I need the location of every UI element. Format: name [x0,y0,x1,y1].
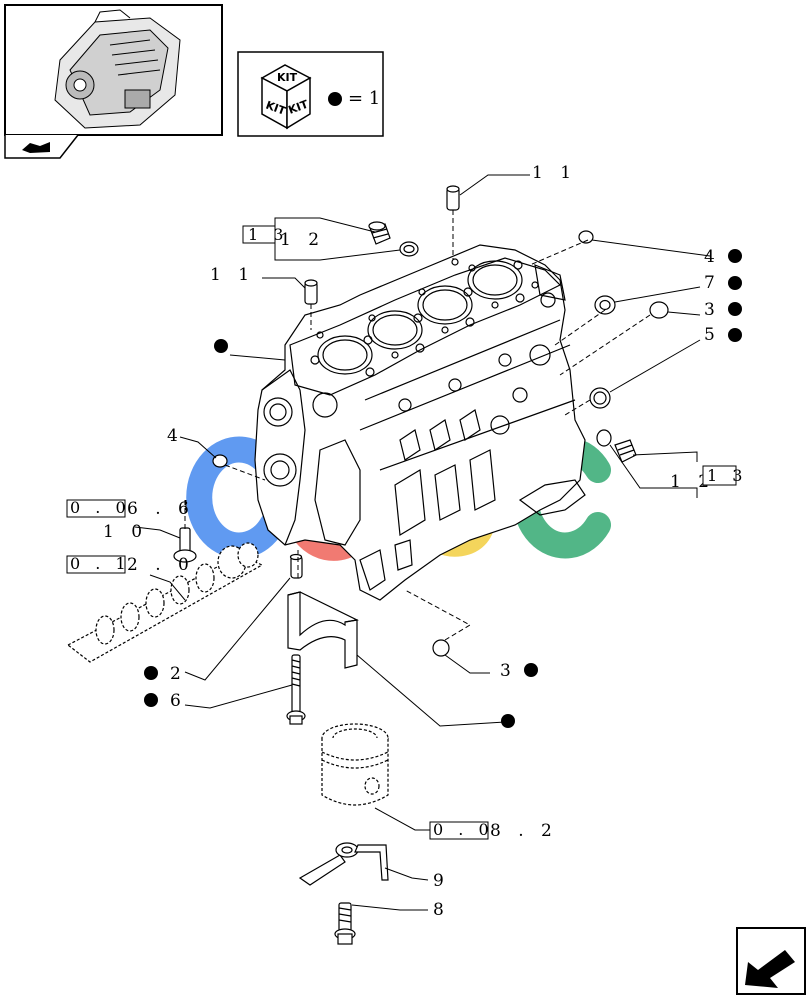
cylinder-bore-4 [467,260,523,300]
deck-bolt-holes [310,258,539,377]
cylinder-bore-1 [317,335,373,375]
expansion-plug-7[interactable] [594,295,616,315]
callout-10: 1 0 [103,522,148,542]
main-bearing-cap[interactable] [287,591,359,669]
kit-bullet-icon [328,92,342,106]
kit-bullet-6 [144,693,158,707]
engine-thumbnail[interactable] [4,4,223,136]
callout-6: 6 [170,691,187,711]
callout-labels: 1 1 1 3 1 2 1 1 4 7 3 5 1 2 1 3 4 0 . 0 … [66,163,747,920]
threaded-plug-right[interactable] [614,439,637,463]
cylinder-bore-2 [367,310,423,350]
callout-4-right: 4 [704,247,721,267]
kit-bullet-4-right [728,249,742,263]
parts [66,185,669,945]
ref-082-box [429,821,489,840]
ref-066-tail: 6 . 6 [127,499,195,519]
engine-small-icon [22,142,50,153]
callout-13-top-box [242,225,276,244]
callout-13-right: 1 3 [707,466,747,485]
threaded-plug-top[interactable] [368,221,391,245]
kit-bullet-2 [144,666,158,680]
callout-2: 2 [170,664,187,684]
cup-plug-bottom[interactable] [432,639,450,657]
callout-11-top: 1 1 [532,163,577,183]
kit-bullet-3-right [728,302,742,316]
kit-bullet-cap [501,714,515,728]
kit-bullet-3-bottom [524,663,538,677]
camshaft[interactable] [66,542,264,663]
callout-13-top: 1 3 [248,225,288,244]
callout-12-right: 1 2 [670,472,715,492]
oil-jet-9[interactable] [298,842,389,886]
dowel-pin-left[interactable] [304,279,318,305]
cylinder-bore-3 [417,285,473,325]
callout-4-left: 4 [167,426,184,446]
ref-066-box-text: 0 . 0 [70,498,131,517]
front-bore-upper [263,397,293,427]
callout-12-top: 1 2 [280,230,325,250]
ref-0120-box-text: 0 . 1 [70,554,131,573]
sealing-washer-right[interactable] [596,429,612,447]
ref-082-tail: 8 . 2 [490,821,558,841]
kit-bullet-7 [728,276,742,290]
bolt-10[interactable] [173,527,197,563]
engine-block[interactable] [254,244,586,601]
thumbnail-tab[interactable] [4,134,79,159]
bolt-8[interactable] [334,902,356,945]
cup-plug-5[interactable] [589,387,611,409]
callout-5: 5 [704,325,721,345]
ref-0120-tail: 2 . 0 [127,555,195,575]
piston[interactable] [321,723,389,806]
arrow-icon [745,950,795,988]
ref-082-box-text: 0 . 0 [433,820,494,839]
kit-bullet-block [214,339,228,353]
callout-8: 8 [433,900,450,920]
callout-9: 9 [433,871,450,891]
callout-3-bottom: 3 [500,661,517,681]
leader-lines [134,174,711,911]
callout-3-right: 3 [704,300,721,320]
kit-top-label: KIT [277,71,298,84]
kit-bullet-5 [728,328,742,342]
o-ring-top[interactable] [578,230,594,244]
cup-plug-right[interactable] [649,301,669,319]
callout-13-right-box [702,465,737,486]
next-page-button[interactable] [736,927,806,995]
dowel-pin-top[interactable] [446,185,460,211]
kit-equals-text: = 1 [348,88,380,109]
o-ring-left[interactable] [212,454,228,468]
kit-legend: KIT KIT KIT = 1 [237,51,384,137]
front-bore-lower [263,453,297,487]
dowel-pin-2[interactable] [289,553,303,579]
cap-bolt-6[interactable] [286,654,306,725]
callout-11-left: 1 1 [210,265,255,285]
ref-066-box [66,499,126,518]
kit-cube-icon: KIT KIT KIT [260,64,312,130]
ref-0120-box [66,555,126,574]
callout-7: 7 [704,273,721,293]
